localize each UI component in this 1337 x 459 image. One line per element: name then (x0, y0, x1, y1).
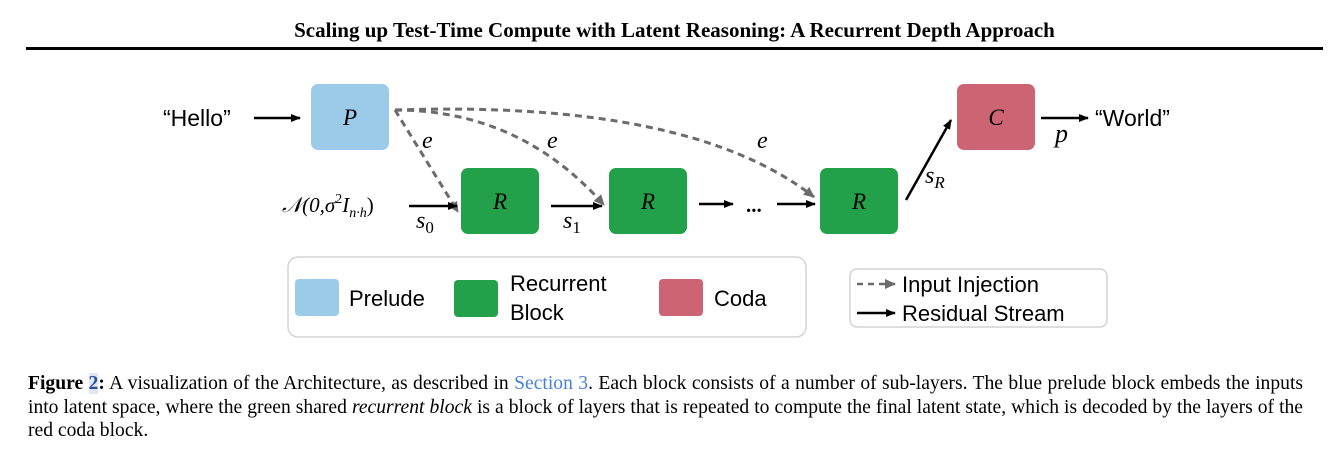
coda-block-label: C (988, 105, 1004, 130)
arrow-legend: Input Injection Residual Stream (849, 268, 1108, 328)
caption-figure-number: 2 (88, 373, 99, 394)
caption-label: Figure 2: (28, 373, 105, 394)
block-legend: Prelude Recurrent Block Coda (287, 256, 807, 338)
caption-emphasis: recurrent block (351, 396, 472, 418)
injection-label-e2: e (547, 128, 558, 154)
caption-colon: : (98, 373, 105, 394)
header-rule (26, 47, 1323, 50)
recurrent-block-3 (820, 168, 898, 234)
prelude-block (311, 84, 389, 150)
figure-caption: Figure 2: A visualization of the Archite… (28, 372, 1303, 443)
legend-swatch-recurrent (454, 280, 498, 317)
arrow-legend-frame (849, 268, 1108, 328)
legend-swatch-coda (659, 279, 703, 316)
legend-swatch-prelude (295, 279, 339, 316)
caption-text-3: is a block of layers that is repeated to… (28, 396, 1304, 442)
caption-text-2: . Each block consists of a number of sub… (28, 373, 1304, 418)
noise-init-label: 𝒩(0,σ2In·h) (282, 192, 374, 221)
injection-label-e1: e (422, 128, 433, 154)
section-link[interactable]: Section 3 (514, 373, 589, 394)
recurrent-block-1-label: R (492, 189, 507, 214)
legend-label-recurrent-line1: Recurrent (510, 271, 607, 296)
state-label-s0: s0 (416, 208, 434, 237)
coda-block (957, 84, 1035, 150)
prelude-block-label: P (342, 105, 357, 130)
legend-label-residual-stream: Residual Stream (902, 301, 1065, 326)
state-label-s1: s1 (563, 208, 581, 237)
injection-arrow-1 (393, 109, 460, 213)
input-text: “Hello” (163, 105, 231, 131)
caption-text-1: A visualization of the Architecture, as … (104, 373, 515, 394)
block-legend-frame (287, 256, 807, 338)
state-label-sR: sR (925, 163, 945, 192)
legend-label-coda: Coda (714, 286, 767, 311)
legend-label-recurrent-line2: Block (510, 300, 565, 325)
architecture-diagram: “Hello” P e e e 𝒩(0,σ2In·h) s0 R s1 R ..… (163, 84, 1170, 338)
paper-running-title: Scaling up Test-Time Compute with Latent… (294, 18, 1055, 42)
output-text: “World” (1095, 105, 1170, 131)
injection-label-e3: e (757, 128, 768, 154)
recurrent-block-2-label: R (640, 189, 655, 214)
injection-arrow-3 (394, 107, 815, 199)
legend-label-prelude: Prelude (349, 286, 425, 311)
recurrent-block-2 (609, 168, 687, 234)
injection-arrow-2 (394, 108, 606, 206)
recurrent-block-1 (461, 168, 539, 234)
output-label-p: p (1053, 119, 1068, 148)
legend-label-input-injection: Input Injection (902, 272, 1039, 297)
residual-arrow-sR (904, 119, 953, 201)
recurrent-block-3-label: R (851, 189, 866, 214)
caption-label-text: Figure (28, 373, 89, 394)
ellipsis: ... (746, 193, 762, 217)
